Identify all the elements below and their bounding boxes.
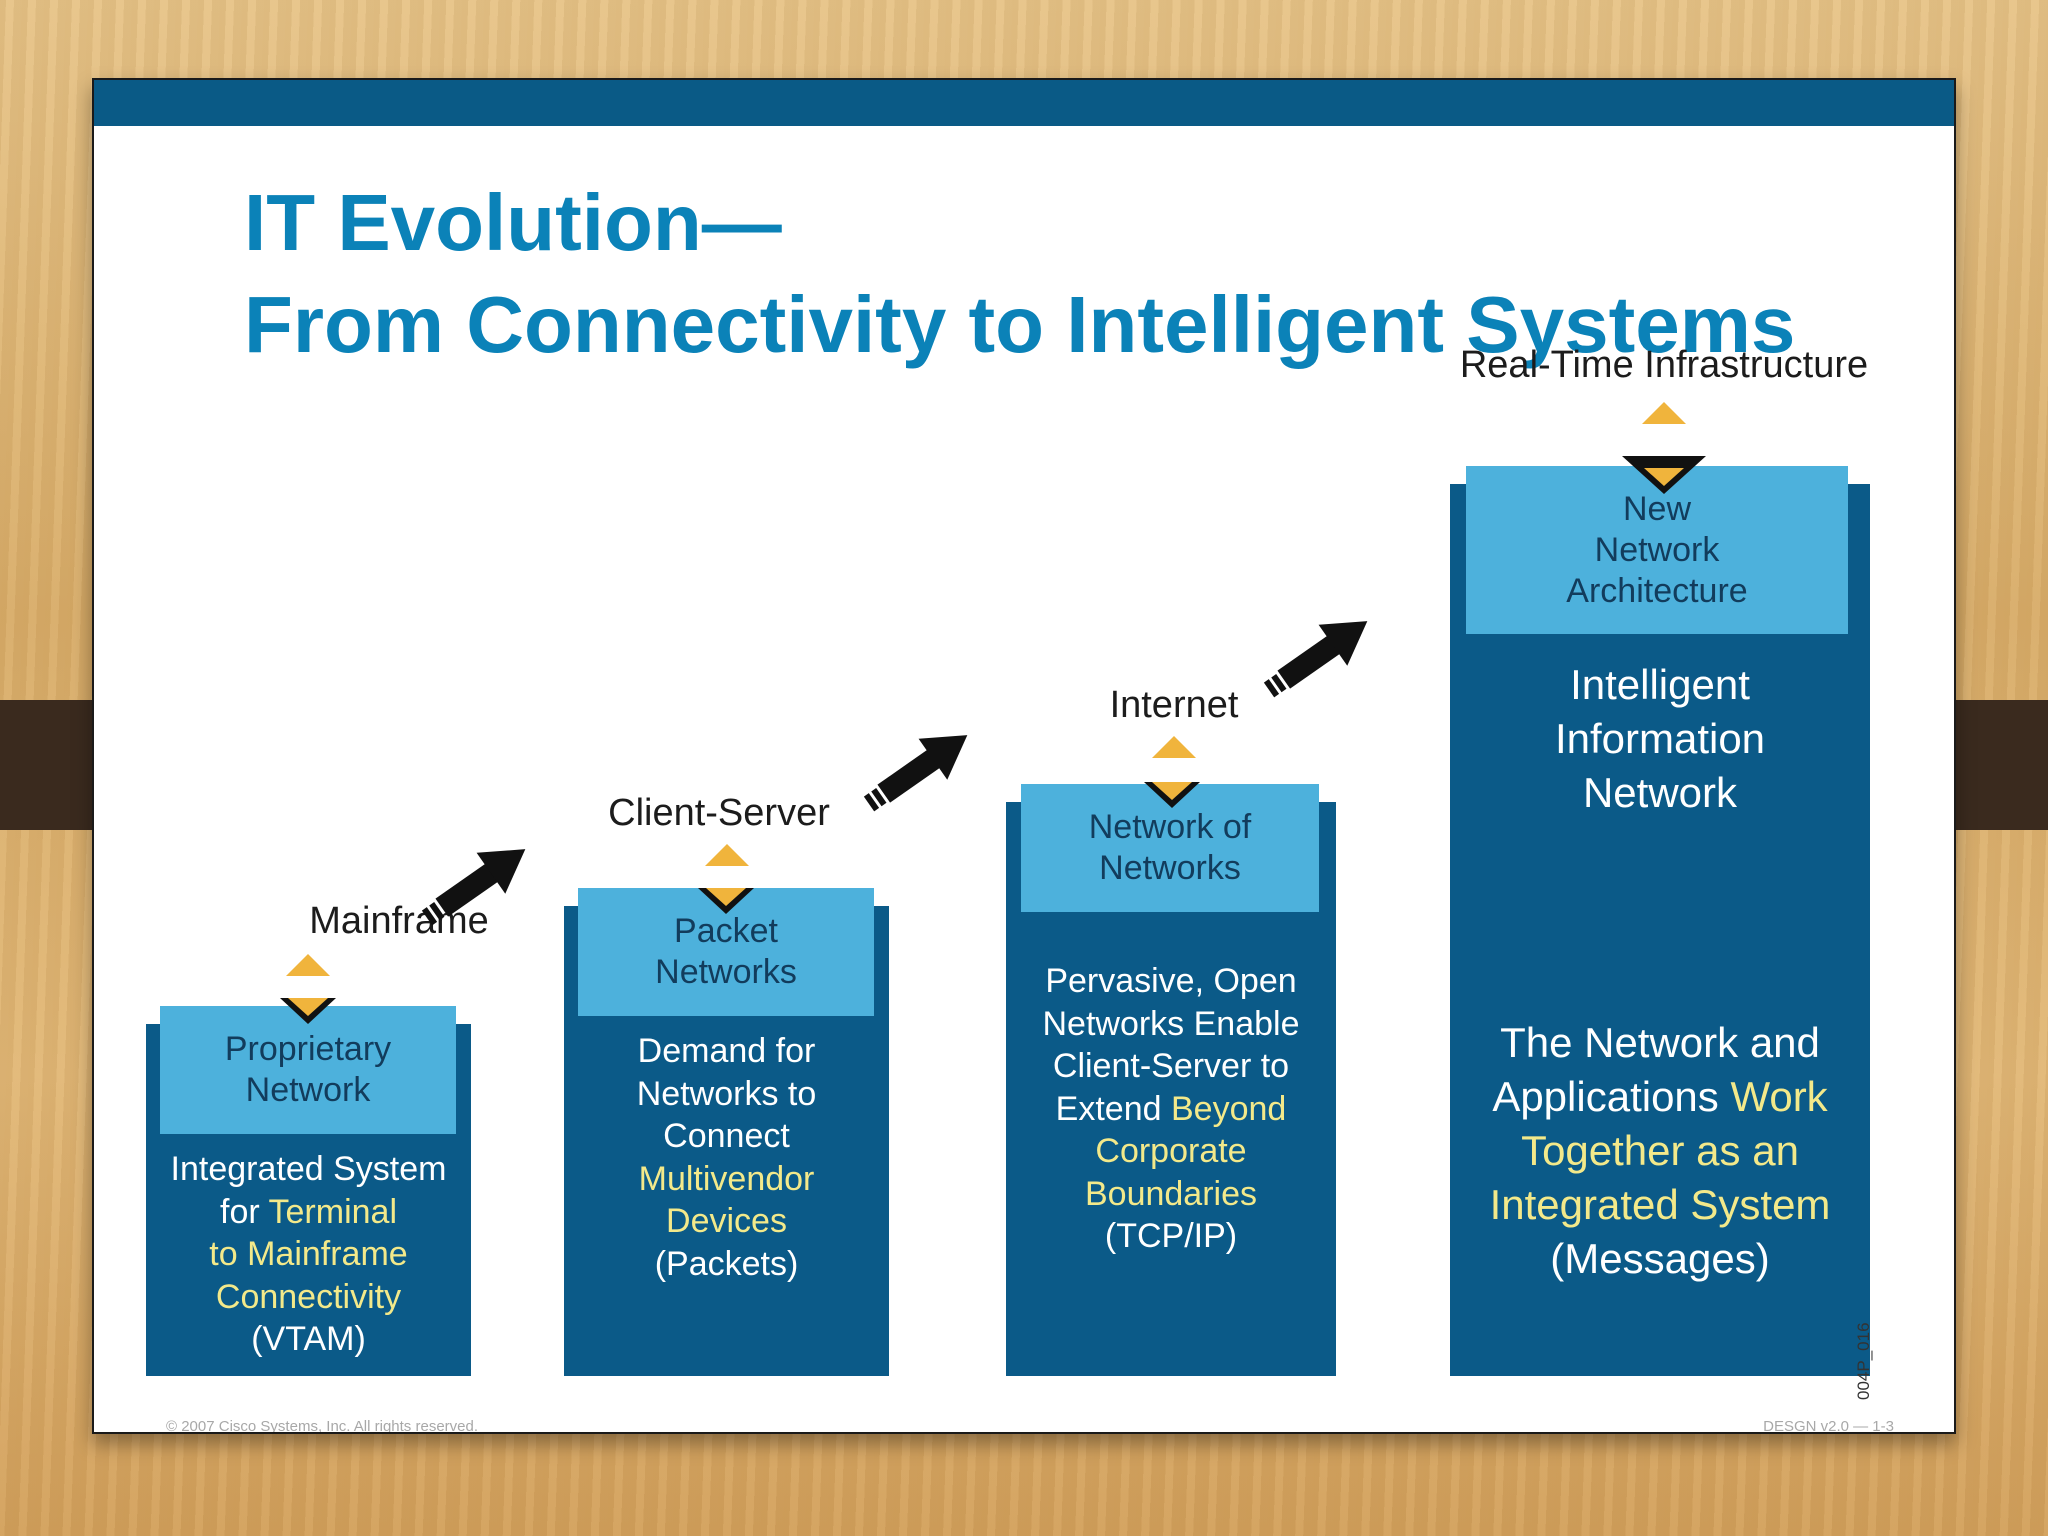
body-highlight: Corporate: [1095, 1132, 1247, 1170]
body-text: Connect: [663, 1117, 790, 1155]
body-highlight: Work: [1730, 1073, 1828, 1120]
stage-body-client-server: Demand for Networks to Connect Multivend…: [564, 1030, 889, 1285]
mid-line: Information: [1554, 715, 1766, 762]
slide-title: IT Evolution— From Connectivity to Intel…: [244, 172, 1795, 376]
body-line: The Network and: [1450, 1016, 1870, 1070]
body-line: to Mainframe: [146, 1233, 471, 1276]
up-triangle-icon: [1642, 402, 1686, 424]
body-text: Extend: [1055, 1089, 1171, 1128]
body-highlight: Terminal: [268, 1192, 397, 1231]
body-text: Applications: [1492, 1073, 1731, 1120]
body-text: (VTAM): [251, 1320, 366, 1358]
body-line: Networks to: [564, 1073, 889, 1116]
progress-arrow-icon: [863, 735, 968, 812]
up-triangle-icon: [705, 844, 749, 866]
body-line: Integrated System: [1450, 1178, 1870, 1232]
header-line: New: [1622, 489, 1692, 528]
body-line: Pervasive, Open: [1006, 960, 1336, 1003]
body-line: Multivendor: [564, 1158, 889, 1201]
body-highlight: to Mainframe: [209, 1235, 408, 1273]
stage-column-real-time: New Network Architecture Intelligent Inf…: [1450, 466, 1870, 1376]
header-line: Networks: [655, 953, 797, 991]
body-line: for Terminal: [146, 1191, 471, 1234]
body-highlight: Integrated System: [1489, 1181, 1831, 1228]
body-highlight: Together as an: [1521, 1127, 1799, 1174]
body-highlight: Multivendor: [638, 1159, 815, 1198]
body-line: Together as an: [1450, 1124, 1870, 1178]
body-line: Demand for: [564, 1030, 889, 1073]
header-line: Packet: [674, 912, 778, 950]
header-line: Networks: [1099, 849, 1241, 887]
body-text: Networks Enable: [1042, 1004, 1300, 1043]
era-label-client-server: Client-Server: [608, 792, 830, 834]
body-text: for: [220, 1192, 269, 1231]
body-line: Extend Beyond: [1006, 1088, 1336, 1131]
stage-body-internet: Pervasive, Open Networks Enable Client-S…: [1006, 960, 1336, 1258]
era-label-real-time-infrastructure: Real-Time Infrastructure: [1459, 344, 1869, 386]
body-line: (Packets): [564, 1243, 889, 1286]
title-line-2: From Connectivity to Intelligent Systems: [244, 280, 1796, 369]
up-triangle-icon: [286, 954, 330, 976]
body-highlight: Beyond: [1170, 1089, 1287, 1128]
stage-body-real-time: The Network and Applications Work Togeth…: [1450, 1016, 1870, 1286]
body-text: Client-Server to: [1052, 1047, 1290, 1085]
body-line: Devices: [564, 1200, 889, 1243]
header-line: Network of: [1088, 808, 1252, 846]
down-triangle-icon: [1144, 782, 1200, 808]
stage-header-mainframe: Proprietary Network: [160, 1006, 456, 1134]
progress-arrow-icon: [1263, 621, 1368, 698]
down-triangle-icon: [280, 998, 336, 1024]
footer-course-id: DESGN v2.0 — 1-3: [1763, 1418, 1894, 1434]
body-line: (TCP/IP): [1006, 1215, 1336, 1258]
body-text: Demand for: [637, 1032, 816, 1070]
stage-column-internet: Network of Networks Pervasive, Open Netw…: [1006, 784, 1336, 1376]
mid-line: Network: [1582, 769, 1738, 816]
body-text: (Messages): [1550, 1235, 1770, 1282]
footer-copyright: © 2007 Cisco Systems, Inc. All rights re…: [166, 1418, 479, 1434]
body-highlight: Connectivity: [215, 1277, 402, 1316]
body-text: The Network and: [1500, 1019, 1820, 1066]
body-line: Connect: [564, 1115, 889, 1158]
stage-header-real-time: New Network Architecture: [1466, 466, 1848, 634]
body-line: Corporate: [1006, 1130, 1336, 1173]
stage-body-mainframe: Integrated System for Terminal to Mainfr…: [146, 1148, 471, 1361]
header-line: Proprietary: [224, 1030, 392, 1068]
header-line: Network: [245, 1071, 371, 1109]
body-line: Applications Work: [1450, 1070, 1870, 1124]
slide-top-bar: [94, 80, 1954, 126]
body-line: Connectivity: [146, 1276, 471, 1319]
mid-line: Intelligent: [1570, 661, 1750, 708]
figure-id: 004P_016: [1854, 1322, 1873, 1400]
body-line: Client-Server to: [1006, 1045, 1336, 1088]
era-label-internet: Internet: [1109, 684, 1239, 726]
stage-column-client-server: Packet Networks Demand for Networks to C…: [564, 888, 889, 1376]
body-text: Networks to: [636, 1074, 817, 1113]
body-highlight: Boundaries: [1084, 1174, 1257, 1213]
body-line: (VTAM): [146, 1318, 471, 1361]
body-text: (Packets): [654, 1244, 799, 1283]
body-line: Integrated System: [146, 1148, 471, 1191]
slide: IT Evolution— From Connectivity to Intel…: [92, 78, 1956, 1434]
down-triangle-icon: [698, 888, 754, 914]
stage-column-mainframe: Proprietary Network Integrated System fo…: [146, 1006, 471, 1376]
body-line: Networks Enable: [1006, 1003, 1336, 1046]
body-text: Integrated System: [170, 1150, 447, 1188]
body-text: Pervasive, Open: [1045, 962, 1297, 1000]
body-highlight: Devices: [666, 1202, 787, 1240]
down-triangle-icon: [1622, 456, 1706, 494]
body-text: (TCP/IP): [1104, 1217, 1238, 1255]
progress-arrow-icon: [421, 849, 526, 926]
body-line: Boundaries: [1006, 1173, 1336, 1216]
header-line: Network: [1594, 530, 1720, 569]
up-triangle-icon: [1152, 736, 1196, 758]
title-line-1: IT Evolution—: [244, 178, 782, 267]
body-line: (Messages): [1450, 1232, 1870, 1286]
header-line: Architecture: [1566, 571, 1748, 610]
stage-mid-real-time: Intelligent Information Network: [1450, 658, 1870, 820]
